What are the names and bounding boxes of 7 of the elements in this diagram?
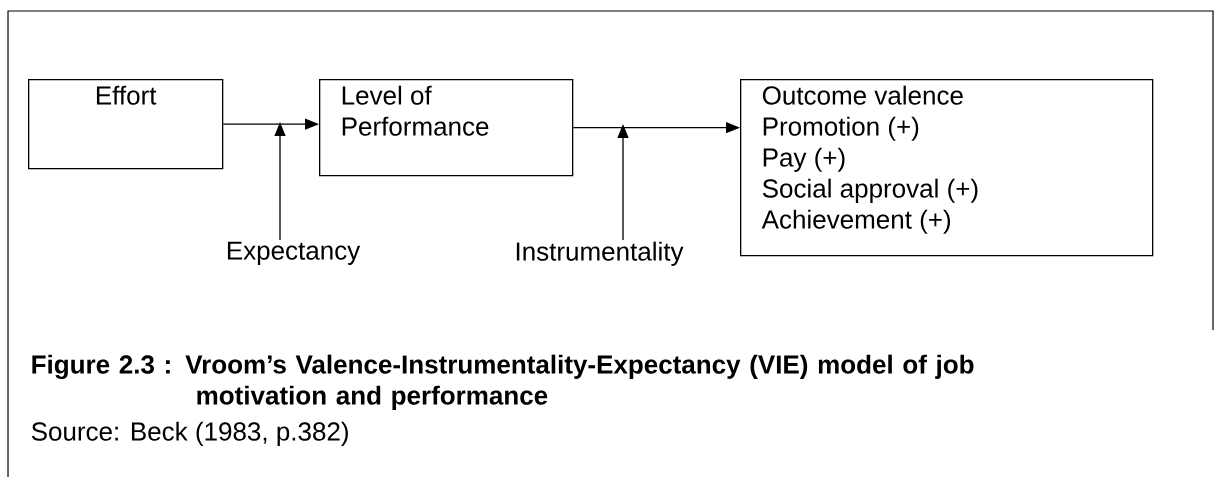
process-box: Effort (28, 79, 224, 170)
arrow-label: Instrumentality (516, 241, 684, 266)
source-note: Source: Beck (1983, p.382) (31, 421, 348, 446)
figure-caption: Figure 2.3 : Vroom’s Valence-Instrumentality-Expectancy (VIE) model of job motivation and performance (32, 354, 974, 410)
arrow-label: Expectancy (227, 241, 361, 265)
process-box: Outcome valence Promotion (+) Pay (+) Social approval (+) Achievement (+) (740, 79, 1154, 257)
process-box: Level of Performance (319, 79, 574, 177)
